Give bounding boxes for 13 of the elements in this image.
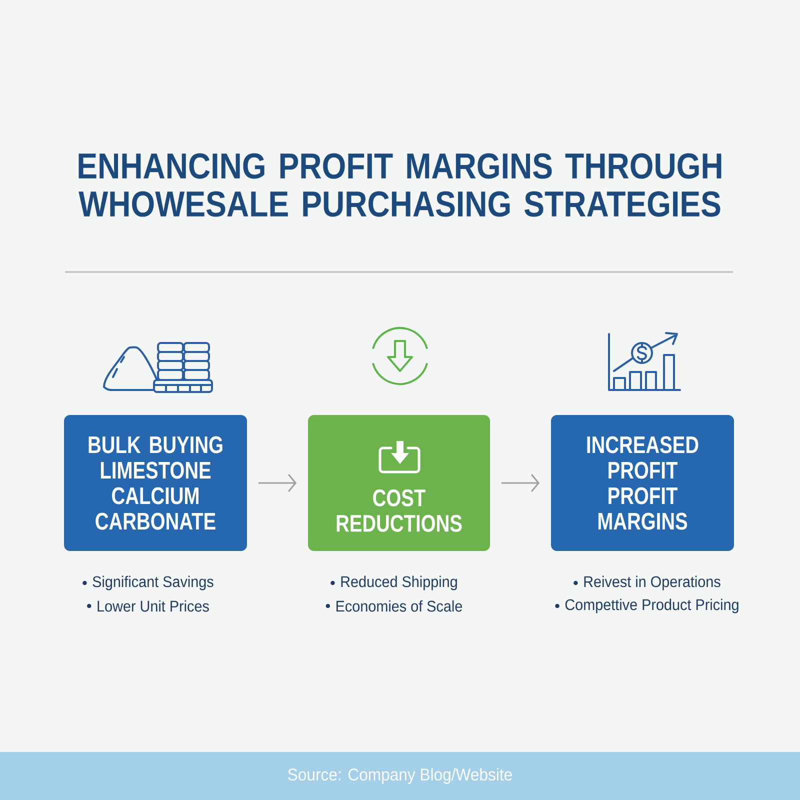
footer-bar: Source: Company Blog/Website	[0, 752, 800, 800]
list-item: Reivest in Operations	[584, 576, 720, 590]
list-item: Compettive Product Pricing	[565, 598, 738, 614]
arrow	[501, 474, 540, 492]
list-item: Reduced Shipping	[341, 576, 457, 590]
process-box: INCREASED PROFIT PROFIT MARGINS	[551, 415, 734, 551]
arrow	[258, 474, 297, 492]
title: ENHANCING PROFIT MARGINS THROUGH WHOWESALE PURCHASING STRATEGIES	[78, 153, 722, 217]
process-box: COST REDUCTIONS	[308, 415, 490, 551]
list-item: Significant Savings	[92, 576, 214, 590]
process-box: BULK BUYING LIMESTONE CALCIUM CARBONATE	[64, 415, 247, 551]
list-item: Lower Unit Prices	[98, 600, 209, 612]
list-item: Economies of Scale	[336, 600, 462, 612]
